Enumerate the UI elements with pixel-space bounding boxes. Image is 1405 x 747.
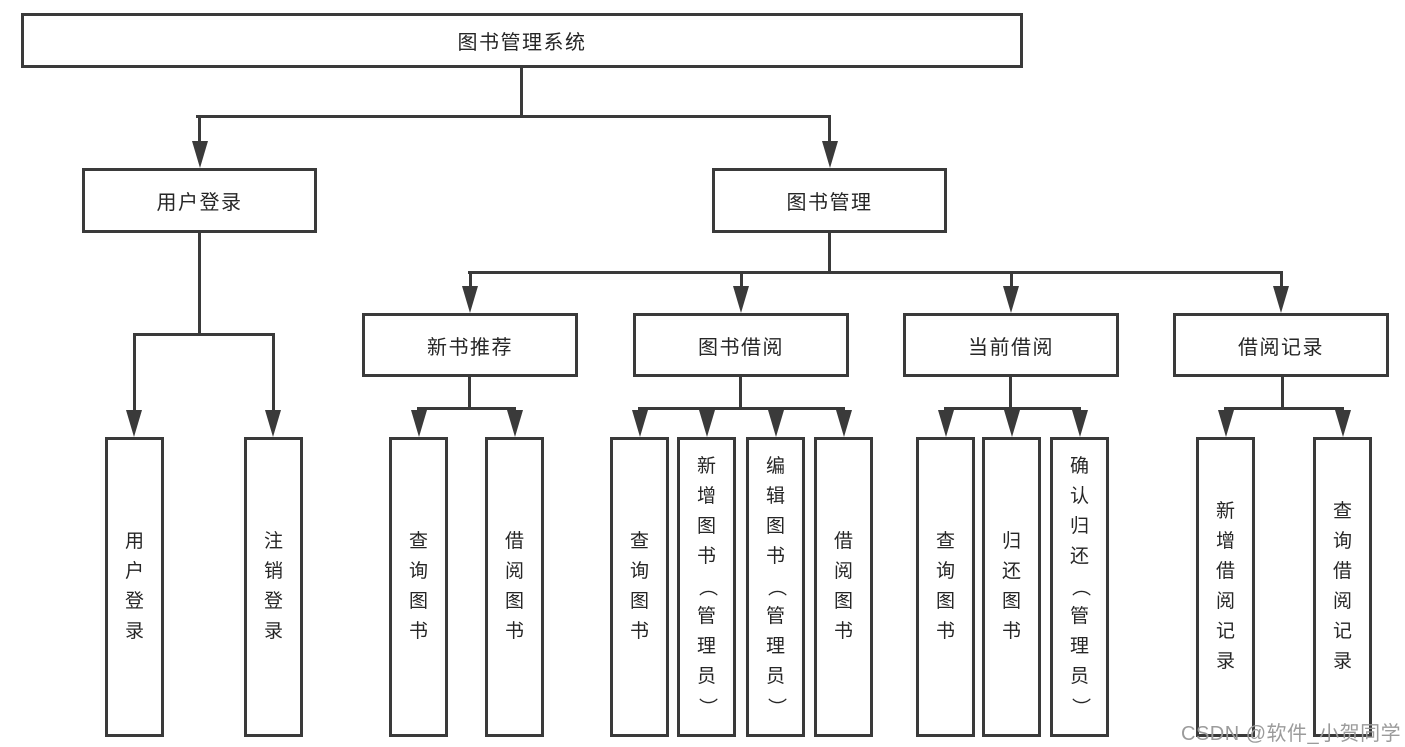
- node-user-login: 用户登录: [82, 168, 317, 233]
- arrowhead-down-icon: [1003, 286, 1019, 313]
- connector-line: [417, 407, 516, 410]
- arrowhead-down-icon: [126, 410, 142, 437]
- arrowhead-down-icon: [699, 410, 715, 437]
- connector-line: [828, 233, 831, 274]
- connector-line: [1010, 271, 1013, 287]
- arrowhead-down-icon: [462, 286, 478, 313]
- connector-line: [468, 377, 471, 408]
- leaf-logout: 注销登录: [244, 437, 303, 737]
- node-label: 借阅图书: [833, 531, 853, 642]
- node-label: 查询借阅记录: [1332, 501, 1352, 672]
- node-borrowing-records: 借阅记录: [1173, 313, 1389, 377]
- node-book-management: 图书管理: [712, 168, 947, 233]
- node-label: 用户登录: [156, 192, 243, 214]
- node-book-management-system: 图书管理系统: [21, 13, 1023, 68]
- leaf-query-books: 查询图书: [916, 437, 975, 737]
- node-label: 注销登录: [263, 531, 283, 642]
- node-label: 查询图书: [629, 531, 649, 642]
- node-label: 用户登录: [124, 531, 144, 642]
- leaf-add-books-admin: 新增图书（管理员）: [677, 437, 736, 737]
- node-label: 图书借阅: [698, 336, 784, 359]
- node-label: 当前借阅: [968, 336, 1054, 359]
- connector-line: [944, 407, 1081, 410]
- arrowhead-down-icon: [411, 410, 427, 437]
- node-label: 新书推荐: [427, 336, 513, 359]
- arrowhead-down-icon: [507, 410, 523, 437]
- arrowhead-down-icon: [768, 410, 784, 437]
- arrowhead-down-icon: [192, 141, 208, 168]
- node-label: 查询图书: [935, 531, 955, 642]
- arrowhead-down-icon: [632, 410, 648, 437]
- connector-line: [272, 333, 275, 412]
- node-label: 查询图书: [408, 531, 428, 642]
- leaf-borrow-books: 借阅图书: [485, 437, 544, 737]
- leaf-edit-books-admin: 编辑图书（管理员）: [746, 437, 805, 737]
- node-label: 图书管理: [786, 192, 873, 214]
- watermark-text: CSDN @软件_小贺同学: [1181, 723, 1402, 745]
- node-label: 确认归还（管理员）: [1069, 456, 1091, 717]
- arrowhead-down-icon: [733, 286, 749, 313]
- arrowhead-down-icon: [1273, 286, 1289, 313]
- connector-line: [468, 271, 1283, 274]
- node-label: 借阅图书: [504, 531, 524, 642]
- node-new-book-recommendation: 新书推荐: [362, 313, 578, 377]
- connector-line: [198, 233, 201, 336]
- leaf-return-books: 归还图书: [982, 437, 1041, 737]
- arrowhead-down-icon: [1072, 410, 1088, 437]
- leaf-query-borrow-record: 查询借阅记录: [1313, 437, 1372, 737]
- connector-line: [1280, 271, 1283, 287]
- arrowhead-down-icon: [836, 410, 852, 437]
- connector-line: [739, 377, 742, 408]
- leaf-query-books: 查询图书: [389, 437, 448, 737]
- leaf-borrow-books: 借阅图书: [814, 437, 873, 737]
- connector-line: [133, 333, 136, 412]
- arrowhead-down-icon: [1004, 410, 1020, 437]
- connector-line: [198, 115, 201, 143]
- leaf-confirm-return-admin: 确认归还（管理员）: [1050, 437, 1109, 737]
- node-label: 图书管理系统: [457, 32, 587, 54]
- connector-line: [520, 68, 523, 118]
- connector-line: [133, 333, 275, 336]
- node-label: 新增借阅记录: [1215, 501, 1235, 672]
- node-label: 归还图书: [1001, 531, 1021, 642]
- connector-line: [1009, 377, 1012, 408]
- arrowhead-down-icon: [822, 141, 838, 168]
- node-book-borrowing: 图书借阅: [633, 313, 849, 377]
- connector-line: [196, 115, 831, 118]
- arrowhead-down-icon: [265, 410, 281, 437]
- arrowhead-down-icon: [1335, 410, 1351, 437]
- connector-line: [828, 115, 831, 143]
- arrowhead-down-icon: [1218, 410, 1234, 437]
- node-label: 新增图书（管理员）: [696, 456, 718, 717]
- connector-line: [638, 407, 845, 410]
- arrowhead-down-icon: [938, 410, 954, 437]
- node-label: 编辑图书（管理员）: [765, 456, 787, 717]
- connector-line: [1224, 407, 1344, 410]
- connector-line: [1281, 377, 1284, 408]
- connector-line: [740, 271, 743, 287]
- connector-line: [469, 271, 472, 287]
- leaf-user-login: 用户登录: [105, 437, 164, 737]
- node-label: 借阅记录: [1238, 336, 1324, 359]
- node-current-borrowing: 当前借阅: [903, 313, 1119, 377]
- leaf-query-books: 查询图书: [610, 437, 669, 737]
- leaf-add-borrow-record: 新增借阅记录: [1196, 437, 1255, 737]
